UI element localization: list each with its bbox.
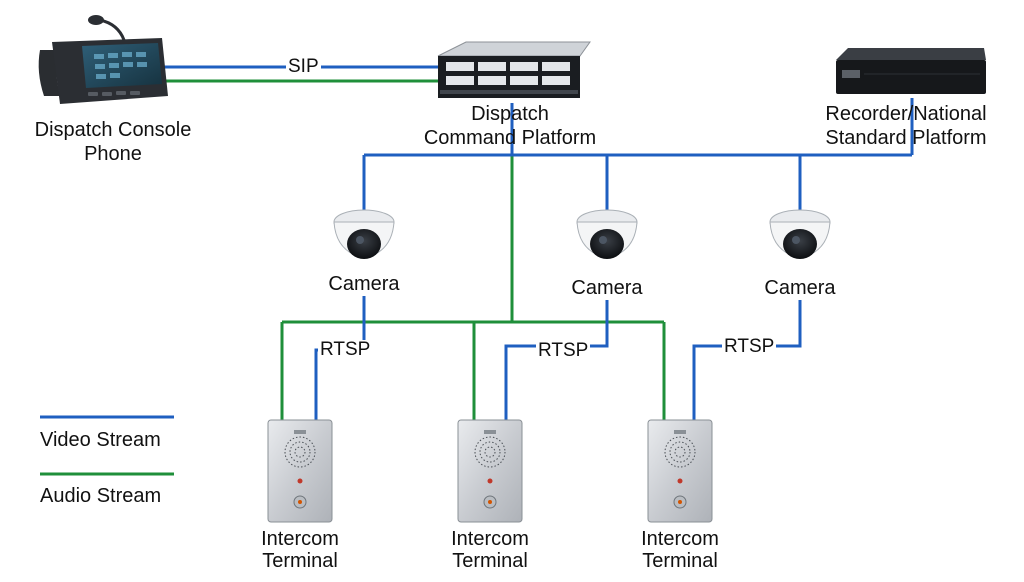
desk-phone-icon	[38, 15, 168, 104]
intercom-panel-icon	[647, 419, 713, 523]
console-phone-label-line2: Phone	[84, 143, 142, 165]
legend-video-label: Video Stream	[40, 429, 161, 451]
dome-camera-icon	[576, 209, 638, 259]
dome-camera-icon	[769, 209, 831, 259]
camera-3	[769, 209, 831, 259]
terminal-3-label-line2: Terminal	[642, 550, 718, 572]
intercom-terminal-3	[647, 419, 713, 523]
platform-label-line2: Command Platform	[423, 127, 597, 149]
console-phone-label: Dispatch Console Phone	[18, 118, 208, 166]
camera-3-label: Camera	[764, 277, 836, 299]
platform-label: Dispatch Command Platform	[400, 102, 620, 150]
camera-1	[333, 209, 395, 259]
terminal-2-label-line2: Terminal	[452, 550, 528, 572]
terminal-1-label-line1: Intercom	[261, 528, 339, 550]
intercom-terminal-2	[457, 419, 523, 523]
recorder-label-line2: Standard Platform	[825, 127, 987, 149]
rack-server-icon	[437, 41, 591, 98]
terminal-2-label-line1: Intercom	[451, 528, 529, 550]
camera-2-label: Camera	[571, 277, 643, 299]
dome-camera-icon	[333, 209, 395, 259]
rtsp-label-3: RTSP	[722, 336, 777, 357]
camera-2	[576, 209, 638, 259]
recorder-label-line1: Recorder/National	[825, 103, 987, 125]
intercom-terminal-1	[267, 419, 333, 523]
recorder-label: Recorder/National Standard Platform	[806, 102, 1006, 150]
intercom-panel-icon	[457, 419, 523, 523]
terminal-3-label: Intercom Terminal	[620, 528, 740, 572]
nvr-recorder-icon	[836, 48, 986, 94]
terminal-1-label: Intercom Terminal	[240, 528, 360, 572]
intercom-panel-icon	[267, 419, 333, 523]
legend-audio-label: Audio Stream	[40, 485, 162, 507]
rtsp-label-2: RTSP	[536, 340, 591, 361]
console-phone-label-line1: Dispatch Console	[34, 119, 192, 141]
camera-1-label: Camera	[328, 273, 400, 295]
terminal-2-label: Intercom Terminal	[430, 528, 550, 572]
platform-label-line1: Dispatch	[471, 103, 549, 125]
rtsp-link-3	[692, 300, 802, 420]
rtsp-label-1: RTSP	[318, 339, 373, 360]
terminal-3-label-line1: Intercom	[641, 528, 719, 550]
sip-label: SIP	[286, 56, 321, 77]
terminal-1-label-line2: Terminal	[262, 550, 338, 572]
